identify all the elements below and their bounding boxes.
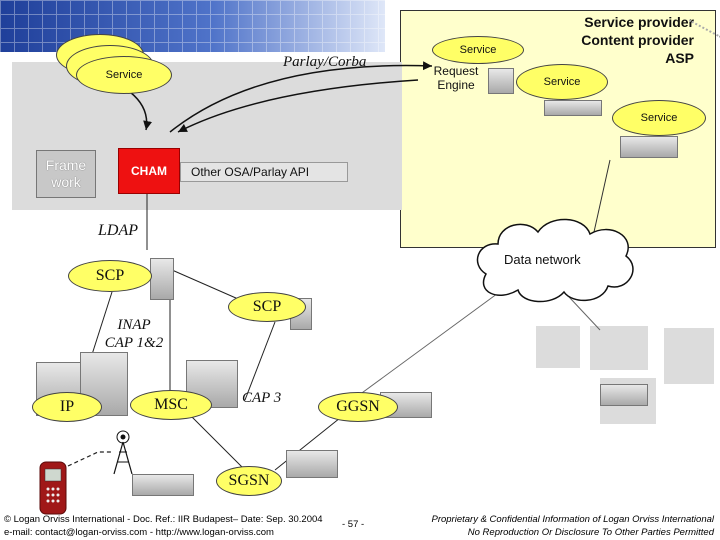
scp-mid-ellipse: SCP [228, 292, 306, 322]
parlay-arrow-to-request [169, 61, 433, 133]
footer-left-line1: © Logan Orviss International - Doc. Ref.… [4, 514, 323, 525]
ldap-label: LDAP [98, 222, 138, 239]
framework-label: Frame work [45, 157, 87, 190]
cham-label: CHAM [131, 164, 167, 178]
request-engine-server [488, 68, 514, 94]
mobile-dashed-link [67, 451, 112, 467]
bts-device [132, 474, 194, 496]
scp-mid-line [171, 269, 246, 303]
cap3-line [244, 321, 276, 401]
data-network-label: Data network [504, 252, 581, 267]
service-arrow-down [129, 91, 153, 131]
mobile-phone-icon [39, 461, 67, 515]
footer-right-line2: No Reproduction Or Disclosure To Other P… [467, 527, 714, 538]
service-ellipse-left: Service [76, 56, 172, 94]
sgsn-device [286, 450, 338, 478]
service-provider-label: Service provider [584, 14, 694, 30]
service-ellipse-request: Service [432, 36, 524, 64]
ip-ellipse: IP [32, 392, 102, 422]
ggsn-network-line [354, 287, 506, 399]
sp-server-2 [620, 136, 678, 158]
inap-label: INAP CAP 1&2 [104, 317, 164, 351]
grey-panel-right-2 [590, 326, 648, 370]
other-osa-label: Other OSA/Parlay API [191, 165, 310, 179]
footer-right-line1: Proprietary & Confidential Information o… [431, 514, 714, 525]
parlay-arrow-to-framework [177, 79, 419, 133]
footer-page-number: - 57 - [342, 519, 365, 530]
service-ellipse-sp-right: Service [516, 64, 608, 100]
router-right [600, 384, 648, 406]
antenna-icon [113, 430, 133, 475]
cham-box: CHAM [118, 148, 180, 194]
sp-server-1 [544, 100, 602, 116]
msc-ellipse: MSC [130, 390, 212, 420]
cap3-label: CAP 3 [242, 390, 282, 406]
content-provider-label: Content provider [581, 32, 694, 48]
framework-box: Frame work [36, 150, 96, 198]
service-ellipse-sp-lower: Service [612, 100, 706, 136]
footer-left-line2: e-mail: contact@logan-orviss.com - http:… [4, 527, 274, 538]
asp-label: ASP [665, 50, 694, 66]
grey-panel-right-4 [664, 328, 714, 384]
grey-panel-right-1 [536, 326, 580, 368]
ggsn-ellipse: GGSN [318, 392, 398, 422]
other-osa-box: Other OSA/Parlay API [180, 162, 348, 182]
parlay-corba-label: Parlay/Corba [283, 54, 367, 70]
msc-sgsn-line [184, 409, 246, 471]
scp-left-ellipse: SCP [68, 260, 152, 292]
request-engine-label: Request Engine [433, 64, 479, 92]
sgsn-ellipse: SGSN [216, 466, 282, 496]
scp-left-server [150, 258, 174, 300]
data-network-cloud [476, 218, 634, 303]
